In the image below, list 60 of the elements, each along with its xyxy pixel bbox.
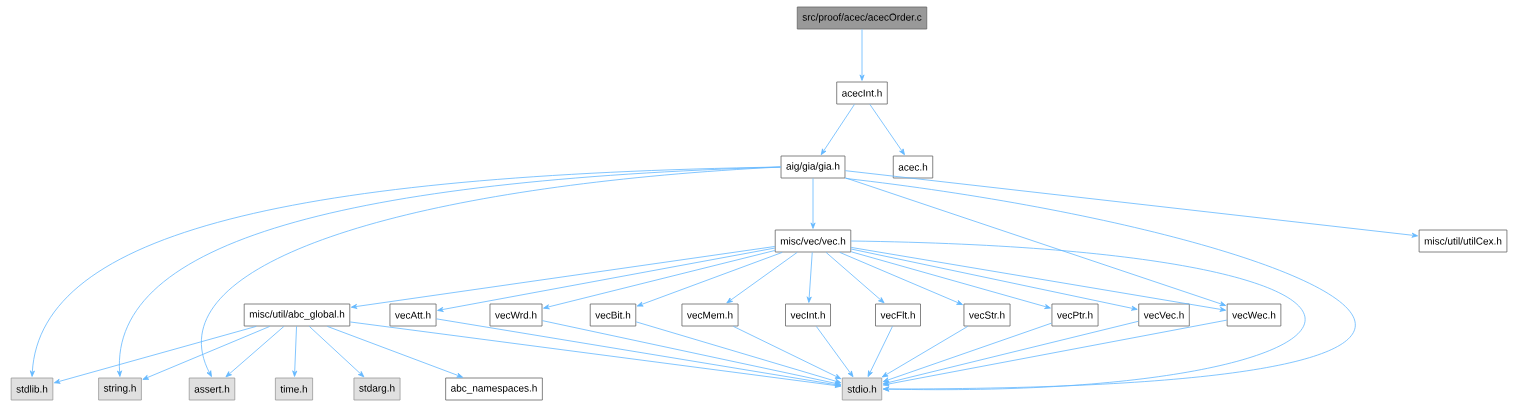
file-box: time.h <box>275 377 313 401</box>
file-box: vecInt.h <box>785 303 831 327</box>
arrow <box>850 251 1051 309</box>
arrow <box>881 326 969 378</box>
file-box: vecPtr.h <box>1051 303 1099 327</box>
file-box: stdlib.h <box>10 377 54 401</box>
arrow <box>543 250 776 310</box>
file-box: vecFlt.h <box>875 303 921 327</box>
arrow <box>815 326 854 378</box>
arrow <box>850 240 1306 392</box>
arrow <box>636 252 783 307</box>
arrow <box>542 320 842 386</box>
arrow <box>53 326 257 384</box>
file-box: abc_namespaces.h <box>445 377 543 401</box>
arrow <box>733 326 842 380</box>
arrow <box>806 252 813 303</box>
arrow <box>436 318 842 388</box>
file-box: src/proof/acec/acecOrder.c <box>796 6 928 30</box>
arrow <box>635 321 842 384</box>
file-box: vecVec.h <box>1138 303 1190 327</box>
arrow <box>350 246 776 309</box>
arrow <box>845 178 1356 392</box>
file-box: aig/gia/gia.h <box>780 155 846 179</box>
file-box: acec.h <box>892 155 934 179</box>
file-box: vecMem.h <box>681 303 739 327</box>
file-box: vecStr.h <box>963 303 1011 327</box>
file-box: assert.h <box>188 377 236 401</box>
file-box: vecAtt.h <box>389 303 437 327</box>
file-box: misc/util/utilCex.h <box>1418 229 1508 253</box>
file-box: vecWrd.h <box>489 303 543 327</box>
arrow <box>810 178 816 229</box>
arrow <box>349 321 842 388</box>
arrow <box>845 177 1227 307</box>
arrow <box>850 248 1138 311</box>
arrow <box>820 104 855 156</box>
arrow <box>308 326 365 378</box>
arrow <box>882 319 1228 387</box>
arrow <box>726 252 798 304</box>
file-box: acecInt.h <box>836 81 888 105</box>
file-box: vecWec.h <box>1226 303 1282 327</box>
arrow <box>867 326 893 377</box>
arrow <box>882 322 1052 383</box>
file-box: vecBit.h <box>589 303 637 327</box>
file-box: misc/util/abc_global.h <box>243 303 351 327</box>
arrow <box>859 29 865 81</box>
arrow <box>292 326 298 377</box>
arrow <box>326 326 463 378</box>
arrow <box>869 104 905 156</box>
arrow <box>839 252 963 305</box>
file-box: misc/vec/vec.h <box>774 229 852 253</box>
arrow <box>850 247 1227 312</box>
file-box: stdarg.h <box>353 377 401 401</box>
arrow <box>437 247 776 312</box>
arrow <box>225 326 285 378</box>
arrow <box>825 252 885 304</box>
arrow <box>142 326 271 380</box>
file-box: string.h <box>98 377 142 401</box>
file-box: stdio.h <box>841 377 883 401</box>
arrow <box>882 320 1139 385</box>
arrow <box>845 170 1418 238</box>
